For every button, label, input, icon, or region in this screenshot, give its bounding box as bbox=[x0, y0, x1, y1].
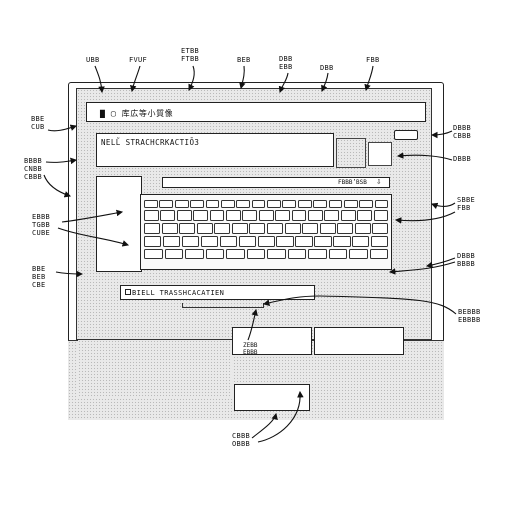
leader-lines bbox=[0, 0, 512, 512]
